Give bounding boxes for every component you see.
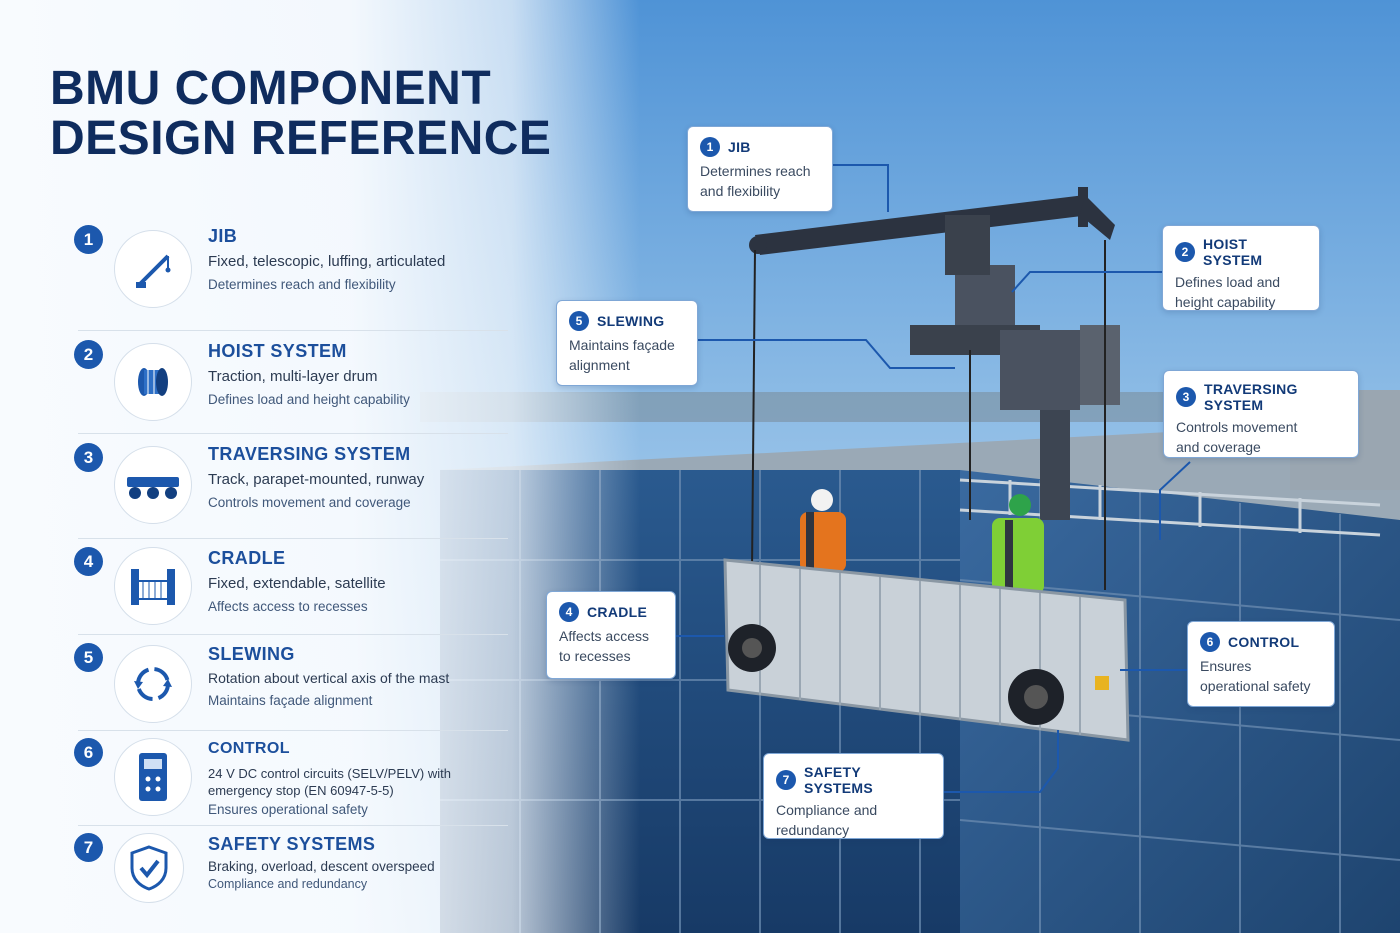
- callout-number: 7: [776, 770, 796, 790]
- component-types: Track, parapet-mounted, runway: [208, 471, 425, 488]
- component-text: SLEWING Rotation about vertical axis of …: [208, 643, 508, 709]
- callout-title: CRADLE: [587, 604, 648, 620]
- callout-jib: 1 JIB Determines reach and flexibility: [687, 126, 833, 212]
- callout-description: Defines load and height capability: [1175, 274, 1281, 310]
- component-number: 7: [74, 833, 103, 862]
- divider: [78, 730, 508, 731]
- callout-title: SLEWING: [597, 313, 665, 329]
- component-purpose: Compliance and redundancy: [208, 877, 368, 891]
- hoist-drum-icon: [114, 343, 192, 421]
- worker-left: [800, 489, 846, 572]
- component-number: 1: [74, 225, 103, 254]
- callout-number: 6: [1200, 632, 1220, 652]
- hoist-cable-left: [751, 249, 756, 571]
- shield-check-icon: [114, 833, 184, 903]
- component-title: TRAVERSING SYSTEM: [208, 444, 411, 464]
- callout-description: Affects access to recesses: [559, 628, 650, 664]
- divider: [78, 634, 508, 635]
- component-purpose: Affects access to recesses: [208, 599, 368, 614]
- cradle-platform: [723, 558, 1130, 742]
- component-types: Fixed, extendable, satellite: [208, 575, 386, 592]
- component-number: 6: [74, 738, 103, 767]
- callout-hoist-system: 2 HOIST SYSTEM Defines load and height ca…: [1162, 225, 1320, 311]
- callout-description: Compliance and redundancy: [776, 802, 878, 838]
- callout-title: JIB: [728, 139, 751, 155]
- divider: [78, 330, 508, 331]
- callout-cradle: 4 CRADLE Affects access to recesses: [546, 591, 676, 679]
- component-text: CRADLE Fixed, extendable, satellite Affe…: [208, 547, 508, 615]
- callout-description: Controls movement and coverage: [1176, 419, 1298, 455]
- rotation-icon: [114, 645, 192, 723]
- callout-traversing-system: 3 TRAVERSING SYSTEM Controls movement and…: [1163, 370, 1359, 458]
- page-title: BMU COMPONENT DESIGN REFERENCE: [50, 64, 610, 164]
- component-text: CONTROL 24 V DC control circuits (SELV/P…: [208, 738, 508, 818]
- callout-title: CONTROL: [1228, 634, 1300, 650]
- callout-title: HOIST SYSTEM: [1203, 236, 1263, 268]
- divider: [78, 538, 508, 539]
- facade-right: [960, 470, 1400, 933]
- component-types: 24 V DC control circuits (SELV/PELV) wit…: [208, 766, 451, 798]
- callout-number: 3: [1176, 387, 1196, 407]
- component-purpose: Determines reach and flexibility: [208, 277, 396, 292]
- page-title-line-2: DESIGN REFERENCE: [50, 112, 552, 165]
- component-title: SAFETY SYSTEMS: [208, 834, 376, 854]
- component-types: Braking, overload, descent overspeed: [208, 859, 435, 874]
- component-title: CRADLE: [208, 548, 286, 568]
- component-purpose: Controls movement and coverage: [208, 495, 411, 510]
- callout-description: Maintains façade alignment: [569, 337, 675, 373]
- callout-control: 6 CONTROL Ensures operational safety: [1187, 621, 1335, 707]
- cradle-icon: [114, 547, 192, 625]
- divider: [78, 825, 508, 826]
- component-text: SAFETY SYSTEMS Braking, overload, descen…: [208, 833, 508, 893]
- component-purpose: Maintains façade alignment: [208, 693, 373, 708]
- component-title: HOIST SYSTEM: [208, 341, 347, 361]
- component-types: Fixed, telescopic, luffing, articulated: [208, 253, 446, 270]
- callout-number: 5: [569, 311, 589, 331]
- callout-safety-systems: 7 SAFETY SYSTEMS Compliance and redundanc…: [763, 753, 944, 839]
- callout-leaders: [676, 164, 1191, 793]
- component-number: 2: [74, 340, 103, 369]
- callout-title: SAFETY SYSTEMS: [804, 764, 874, 796]
- component-text: JIB Fixed, telescopic, luffing, articula…: [208, 225, 508, 293]
- page-title-line-1: BMU COMPONENT: [50, 62, 492, 115]
- component-title: SLEWING: [208, 644, 295, 664]
- callout-number: 4: [559, 602, 579, 622]
- component-types: Rotation about vertical axis of the mast: [208, 670, 450, 686]
- component-title: JIB: [208, 226, 238, 246]
- component-text: TRAVERSING SYSTEM Track, parapet-mounted…: [208, 443, 508, 511]
- worker-right: [992, 494, 1044, 594]
- component-purpose: Ensures operational safety: [208, 802, 368, 817]
- roof-railing: [959, 478, 1381, 537]
- callout-slewing: 5 SLEWING Maintains façade alignment: [556, 300, 698, 386]
- trolley-icon: [114, 446, 192, 524]
- left-reference-panel: [0, 0, 640, 933]
- component-purpose: Defines load and height capability: [208, 392, 410, 407]
- callout-description: Ensures operational safety: [1200, 658, 1311, 694]
- component-number: 3: [74, 443, 103, 472]
- component-text: HOIST SYSTEM Traction, multi-layer drum …: [208, 340, 508, 408]
- component-number: 4: [74, 547, 103, 576]
- control-panel-icon: [114, 738, 192, 816]
- jib-arm: [755, 195, 1090, 255]
- jib-crane-icon: [114, 230, 192, 308]
- component-number: 5: [74, 643, 103, 672]
- callout-description: Determines reach and flexibility: [700, 163, 811, 199]
- component-title: CONTROL: [208, 740, 290, 757]
- component-types: Traction, multi-layer drum: [208, 368, 378, 385]
- callout-number: 2: [1175, 242, 1195, 262]
- callout-title: TRAVERSING SYSTEM: [1204, 381, 1298, 413]
- callout-number: 1: [700, 137, 720, 157]
- divider: [78, 433, 508, 434]
